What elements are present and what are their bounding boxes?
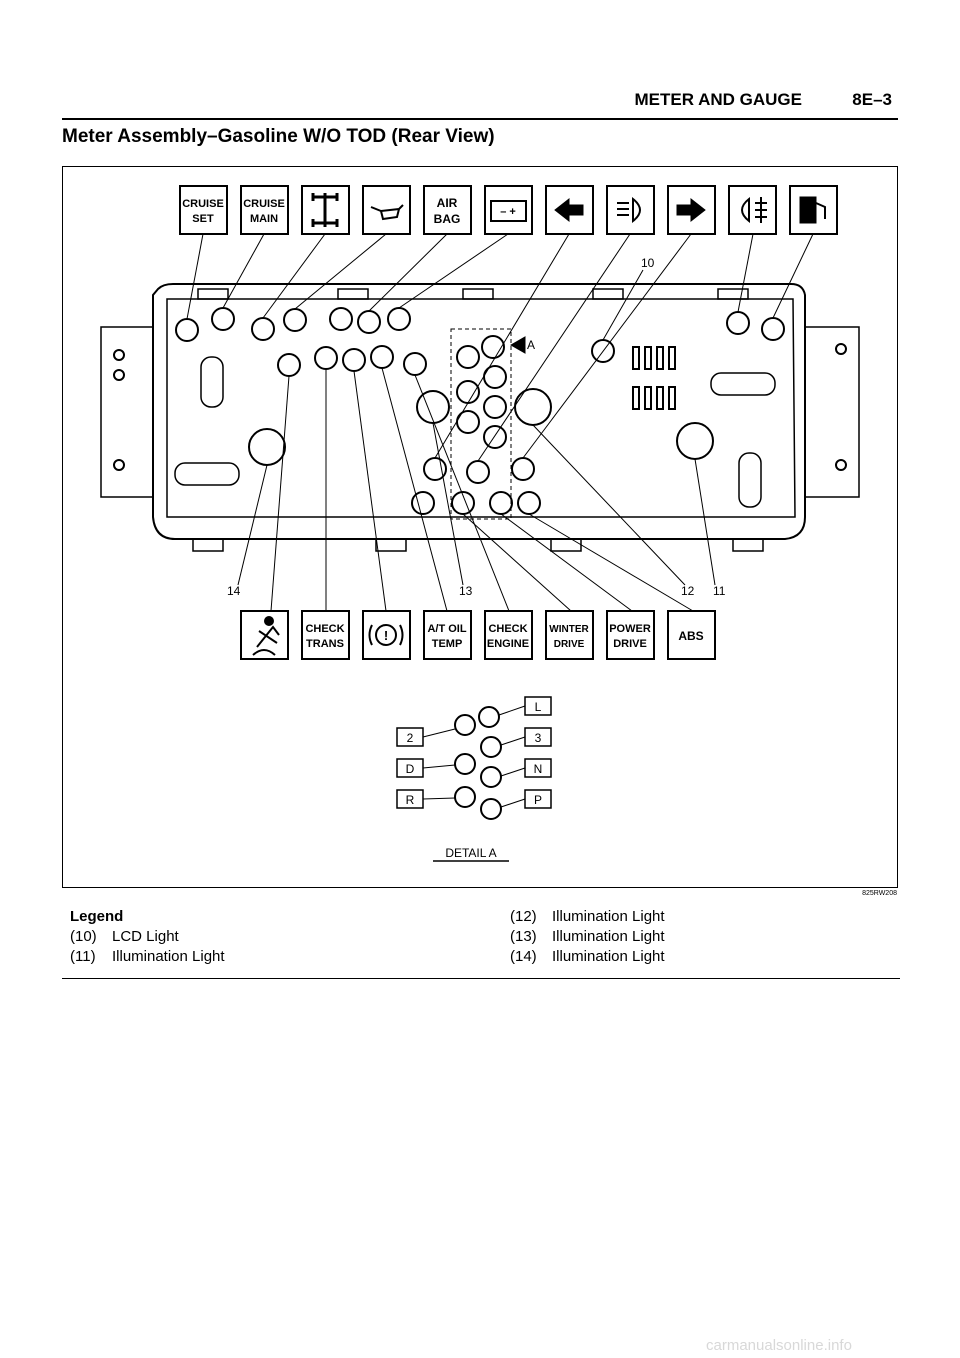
detail-pointer-icon xyxy=(509,336,526,354)
svg-text:!: ! xyxy=(384,628,388,643)
bulb-sockets xyxy=(175,307,785,515)
top-indicator-row: CRUISE SET CRUISE MAIN AIR BAG – + xyxy=(179,185,838,235)
legend-label: Illumination Light xyxy=(112,948,225,965)
legend-num: (12) xyxy=(510,908,537,925)
indicator-label: SET xyxy=(192,213,214,225)
detail-label-r: R xyxy=(406,793,415,807)
meter-diagram: CRUISE SET CRUISE MAIN AIR BAG – + xyxy=(100,185,860,862)
legend-num: (10) xyxy=(70,928,97,945)
indicator-box xyxy=(362,185,411,235)
legend-row: (13) Illumination Light xyxy=(502,928,665,948)
battery-icon xyxy=(490,200,527,222)
legend: Legend (10) LCD Light (11) Illumination Li… xyxy=(62,908,900,979)
meter-housing xyxy=(100,283,860,552)
detail-label-p: P xyxy=(534,793,542,807)
legend-num: (14) xyxy=(510,948,537,965)
fuel-pump-icon xyxy=(799,196,826,224)
indicator-label: DRIVE xyxy=(554,639,585,650)
indicator-box xyxy=(240,610,289,660)
detail-title: DETAIL A xyxy=(445,846,496,860)
indicator-box xyxy=(545,610,594,660)
bottom-indicator-row: CHECK TRANS ! A/T OIL TEMP CHECK ENGINE … xyxy=(240,610,716,660)
indicator-label: TRANS xyxy=(306,638,344,650)
indicator-label: BAG xyxy=(434,212,461,226)
indicator-box xyxy=(301,185,350,235)
callout-10: 10 xyxy=(641,256,655,270)
indicator-box xyxy=(240,185,289,235)
legend-row: (14) Illumination Light xyxy=(502,948,665,968)
watermark-footer[interactable]: carmanualsonline.info xyxy=(706,1337,852,1354)
indicator-label: A/T OIL xyxy=(427,623,466,635)
legend-label: Illumination Light xyxy=(552,928,665,945)
indicator-label: CHECK xyxy=(488,623,527,635)
legend-row: (11) Illumination Light xyxy=(62,948,225,968)
indicator-label: – + xyxy=(500,206,516,218)
detail-a xyxy=(396,696,552,862)
page-title: Meter Assembly–Gasoline W/O TOD (Rear Vi… xyxy=(62,126,495,147)
indicator-label: MAIN xyxy=(250,213,278,225)
seat-belt-icon xyxy=(252,616,280,656)
turn-left-arrow-icon xyxy=(554,197,584,223)
legend-row: (12) Illumination Light xyxy=(502,908,665,928)
legend-label: LCD Light xyxy=(112,928,179,945)
indicator-box xyxy=(484,610,533,660)
legend-num: (13) xyxy=(510,928,537,945)
fog-light-icon xyxy=(741,196,767,224)
indicator-box xyxy=(606,185,655,235)
callout-13: 13 xyxy=(459,584,473,598)
indicator-box xyxy=(179,185,228,235)
legend-label: Illumination Light xyxy=(552,908,665,925)
indicator-label: TEMP xyxy=(432,638,463,650)
indicator-box xyxy=(362,610,411,660)
indicator-box xyxy=(728,185,777,235)
detail-label-d: D xyxy=(406,762,415,776)
indicator-box xyxy=(606,610,655,660)
legend-label: Illumination Light xyxy=(552,948,665,965)
legend-left-column: (10) LCD Light (11) Illumination Light xyxy=(62,928,225,968)
indicator-label: POWER xyxy=(609,623,651,635)
turn-right-arrow-icon xyxy=(676,197,706,223)
section-title: METER AND GAUGE xyxy=(634,90,803,109)
indicator-box xyxy=(301,610,350,660)
oil-can-icon xyxy=(370,204,404,221)
leader-lines xyxy=(186,233,814,612)
headlight-icon xyxy=(617,196,641,224)
indicator-label: CRUISE xyxy=(182,198,224,210)
detail-marker: A xyxy=(527,338,535,352)
callout-14: 14 xyxy=(227,584,241,598)
indicator-box xyxy=(789,185,838,235)
callout-12: 12 xyxy=(681,584,695,598)
indicator-box xyxy=(545,185,594,235)
legend-right-column: (12) Illumination Light (13) Illumination … xyxy=(502,908,665,968)
detail-label-3: 3 xyxy=(535,731,542,745)
brake-warning-icon xyxy=(368,624,404,646)
legend-num: (11) xyxy=(70,948,96,965)
indicator-box xyxy=(667,185,716,235)
indicator-box xyxy=(484,185,533,235)
indicator-label: WINTER xyxy=(549,624,589,635)
indicator-label: ABS xyxy=(678,629,703,643)
indicator-label: CRUISE xyxy=(243,198,285,210)
figure-code: 825RW208 xyxy=(862,890,897,897)
4wd-icon xyxy=(311,193,339,227)
indicator-label: AIR xyxy=(437,196,458,210)
indicator-label: DRIVE xyxy=(613,638,647,650)
legend-row: (10) LCD Light xyxy=(62,928,225,948)
detail-label-n: N xyxy=(534,762,543,776)
indicator-box xyxy=(667,610,716,660)
detail-label-2: 2 xyxy=(407,731,414,745)
legend-title: Legend xyxy=(70,908,124,925)
indicator-label: ENGINE xyxy=(487,638,529,650)
meter-assembly-figure: CRUISE SET CRUISE MAIN AIR BAG – + xyxy=(62,166,898,888)
page-header: METER AND GAUGE 8E–3 xyxy=(62,90,898,120)
detail-label-l: L xyxy=(535,700,542,714)
indicator-box xyxy=(423,185,472,235)
indicator-label: CHECK xyxy=(305,623,344,635)
indicator-box xyxy=(423,610,472,660)
callout-11: 11 xyxy=(713,584,726,598)
page-number: 8E–3 xyxy=(852,90,892,109)
